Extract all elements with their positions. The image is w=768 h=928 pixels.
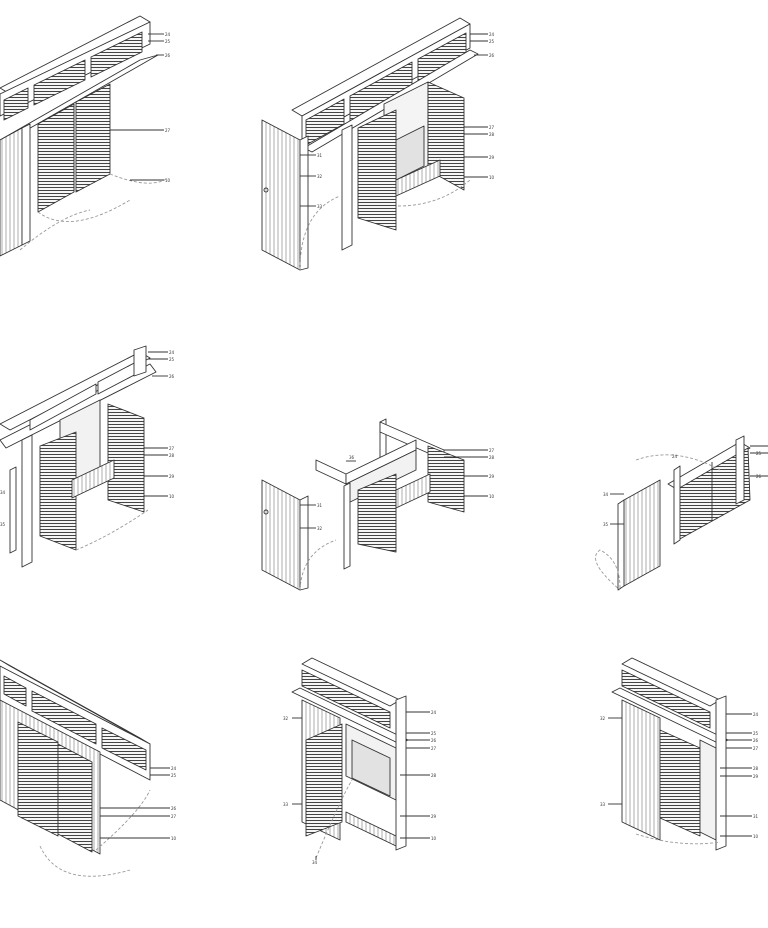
ref-label: 27 bbox=[489, 125, 495, 130]
ref-label: 36 bbox=[349, 455, 355, 460]
ref-label: 29 bbox=[169, 474, 175, 479]
ref-label: 28 bbox=[169, 453, 175, 458]
ref-label: 26 bbox=[171, 806, 177, 811]
ref-label: 32 bbox=[600, 716, 606, 721]
ref-label: 25 bbox=[756, 451, 762, 456]
ref-label: 25 bbox=[431, 731, 437, 736]
ref-label: 32 bbox=[283, 716, 289, 721]
ref-label: 24 bbox=[489, 32, 495, 37]
ref-label: 27 bbox=[431, 746, 437, 751]
ref-label: 33 bbox=[600, 802, 606, 807]
ref-label: 26 bbox=[489, 53, 495, 58]
ref-label: 27 bbox=[489, 448, 495, 453]
ref-label: 24 bbox=[672, 454, 678, 459]
ref-label: 27 bbox=[165, 128, 171, 133]
ref-label: 35 bbox=[0, 522, 6, 527]
ref-label: 34 bbox=[0, 490, 6, 495]
ref-label: 31 bbox=[317, 153, 323, 158]
ref-label: 27 bbox=[171, 814, 177, 819]
figure-4-exploded-frame bbox=[261, 418, 488, 591]
ref-label: 26 bbox=[431, 738, 437, 743]
ref-label: 10 bbox=[165, 178, 171, 183]
ref-label: 34 bbox=[312, 860, 318, 865]
figure-1-assembled-shutter bbox=[0, 15, 169, 257]
figure-2-opened-shutter bbox=[261, 17, 488, 271]
ref-label: 26 bbox=[165, 53, 171, 58]
figure-8-section-detail bbox=[608, 657, 752, 851]
ref-label: 27 bbox=[753, 746, 759, 751]
figure-7-section-detail bbox=[291, 657, 430, 860]
ref-label: 10 bbox=[489, 175, 495, 180]
ref-label: 24 bbox=[165, 32, 171, 37]
ref-label: 33 bbox=[283, 802, 289, 807]
ref-label: 26 bbox=[753, 738, 759, 743]
ref-label: 28 bbox=[489, 455, 495, 460]
ref-label: 31 bbox=[753, 814, 759, 819]
ref-label: 25 bbox=[169, 357, 175, 362]
ref-label: 32 bbox=[317, 526, 323, 531]
ref-label: 29 bbox=[431, 814, 437, 819]
ref-label: 34 bbox=[603, 492, 609, 497]
ref-label: 10 bbox=[169, 494, 175, 499]
ref-label: 25 bbox=[753, 731, 759, 736]
ref-label: 29 bbox=[753, 774, 759, 779]
ref-label: 25 bbox=[171, 773, 177, 778]
ref-label: 29 bbox=[489, 155, 495, 160]
ref-label: 26 bbox=[756, 474, 762, 479]
ref-label: 24 bbox=[169, 350, 175, 355]
ref-label: 35 bbox=[603, 522, 609, 527]
ref-label: 32 bbox=[317, 174, 323, 179]
ref-label: 25 bbox=[165, 39, 171, 44]
ref-label: 10 bbox=[489, 494, 495, 499]
ref-label: 27 bbox=[169, 446, 175, 451]
figure-6-closed-shutter bbox=[0, 659, 170, 877]
ref-label: 24 bbox=[753, 712, 759, 717]
ref-label: 24 bbox=[431, 710, 437, 715]
ref-label: 28 bbox=[753, 766, 759, 771]
ref-label: 10 bbox=[431, 836, 437, 841]
figure-5-folded-shutter bbox=[595, 435, 768, 591]
ref-label: 33 bbox=[317, 204, 323, 209]
ref-label: 10 bbox=[753, 834, 759, 839]
ref-label: 28 bbox=[431, 773, 437, 778]
figure-3-frame-structure bbox=[0, 345, 168, 568]
ref-label: 24 bbox=[171, 766, 177, 771]
reference-labels: 24 25 26 27 10 24 25 26 27 28 29 10 31 3… bbox=[0, 32, 762, 865]
ref-label: 10 bbox=[171, 836, 177, 841]
ref-label: 31 bbox=[317, 503, 323, 508]
ref-label: 25 bbox=[489, 39, 495, 44]
ref-label: 26 bbox=[169, 374, 175, 379]
ref-label: 29 bbox=[489, 474, 495, 479]
ref-label: 28 bbox=[489, 132, 495, 137]
